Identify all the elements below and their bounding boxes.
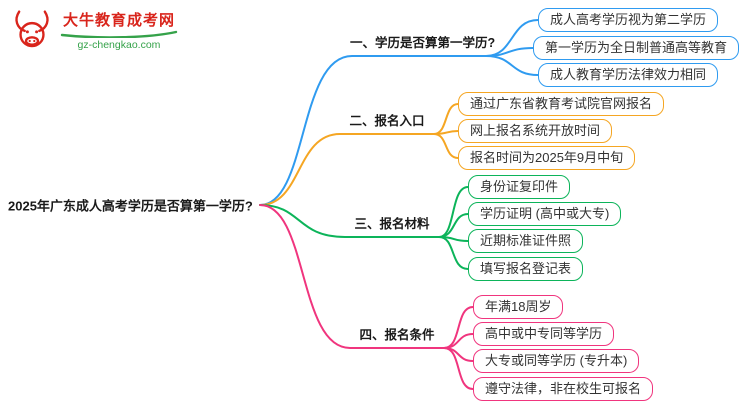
leaf-node: 第一学历为全日制普通高等教育 bbox=[533, 36, 740, 60]
leaf-node: 报名时间为2025年9月中旬 bbox=[458, 146, 636, 170]
branch-line bbox=[259, 133, 435, 206]
leaf-node: 身份证复印件 bbox=[468, 175, 571, 199]
leaf-node: 填写报名登记表 bbox=[468, 257, 584, 281]
leaf-node: 近期标准证件照 bbox=[468, 229, 584, 253]
leaf-node: 大专或同等学历 (专升本) bbox=[473, 349, 640, 373]
logo-subtitle: gz-chengkao.com bbox=[77, 39, 161, 51]
leaf-line bbox=[443, 333, 474, 349]
branch-label-first-degree: 一、学历是否算第一学历? bbox=[350, 36, 496, 50]
leaf-line bbox=[443, 306, 474, 349]
leaf-line bbox=[438, 236, 469, 242]
leaf-node: 网上报名系统开放时间 bbox=[458, 119, 613, 143]
leaf-node: 通过广东省教育考试院官网报名 bbox=[458, 92, 665, 116]
leaf-line bbox=[438, 186, 469, 238]
branch-label-requirements: 四、报名条件 bbox=[359, 328, 435, 342]
branch-label-entry-portal: 二、报名入口 bbox=[349, 114, 425, 128]
leaf-line bbox=[433, 130, 459, 135]
leaf-node: 高中或中专同等学历 bbox=[473, 322, 615, 346]
site-logo[interactable]: 大牛教育成考网 gz-chengkao.com bbox=[10, 8, 178, 52]
leaf-node: 成人高考学历视为第二学历 bbox=[538, 8, 719, 32]
leaf-line bbox=[443, 347, 474, 362]
leaf-line bbox=[433, 133, 459, 159]
leaf-node: 遵守法律，非在校生可报名 bbox=[473, 377, 654, 401]
logo-swoosh bbox=[60, 30, 178, 38]
leaf-node: 年满18周岁 bbox=[473, 295, 564, 319]
leaf-line bbox=[443, 347, 474, 390]
leaf-line bbox=[438, 236, 469, 270]
leaf-line bbox=[433, 103, 459, 135]
leaf-node: 学历证明 (高中或大专) bbox=[468, 202, 622, 226]
leaf-line bbox=[485, 55, 539, 76]
bull-logo-icon bbox=[15, 10, 49, 48]
logo-title: 大牛教育成考网 bbox=[62, 12, 175, 29]
branch-label-materials: 三、报名材料 bbox=[354, 217, 430, 231]
mindmap-root: 2025年广东成人高考学历是否算第一学历? bbox=[8, 198, 253, 214]
leaf-line bbox=[438, 213, 469, 238]
leaf-node: 成人教育学历法律效力相同 bbox=[538, 63, 719, 87]
